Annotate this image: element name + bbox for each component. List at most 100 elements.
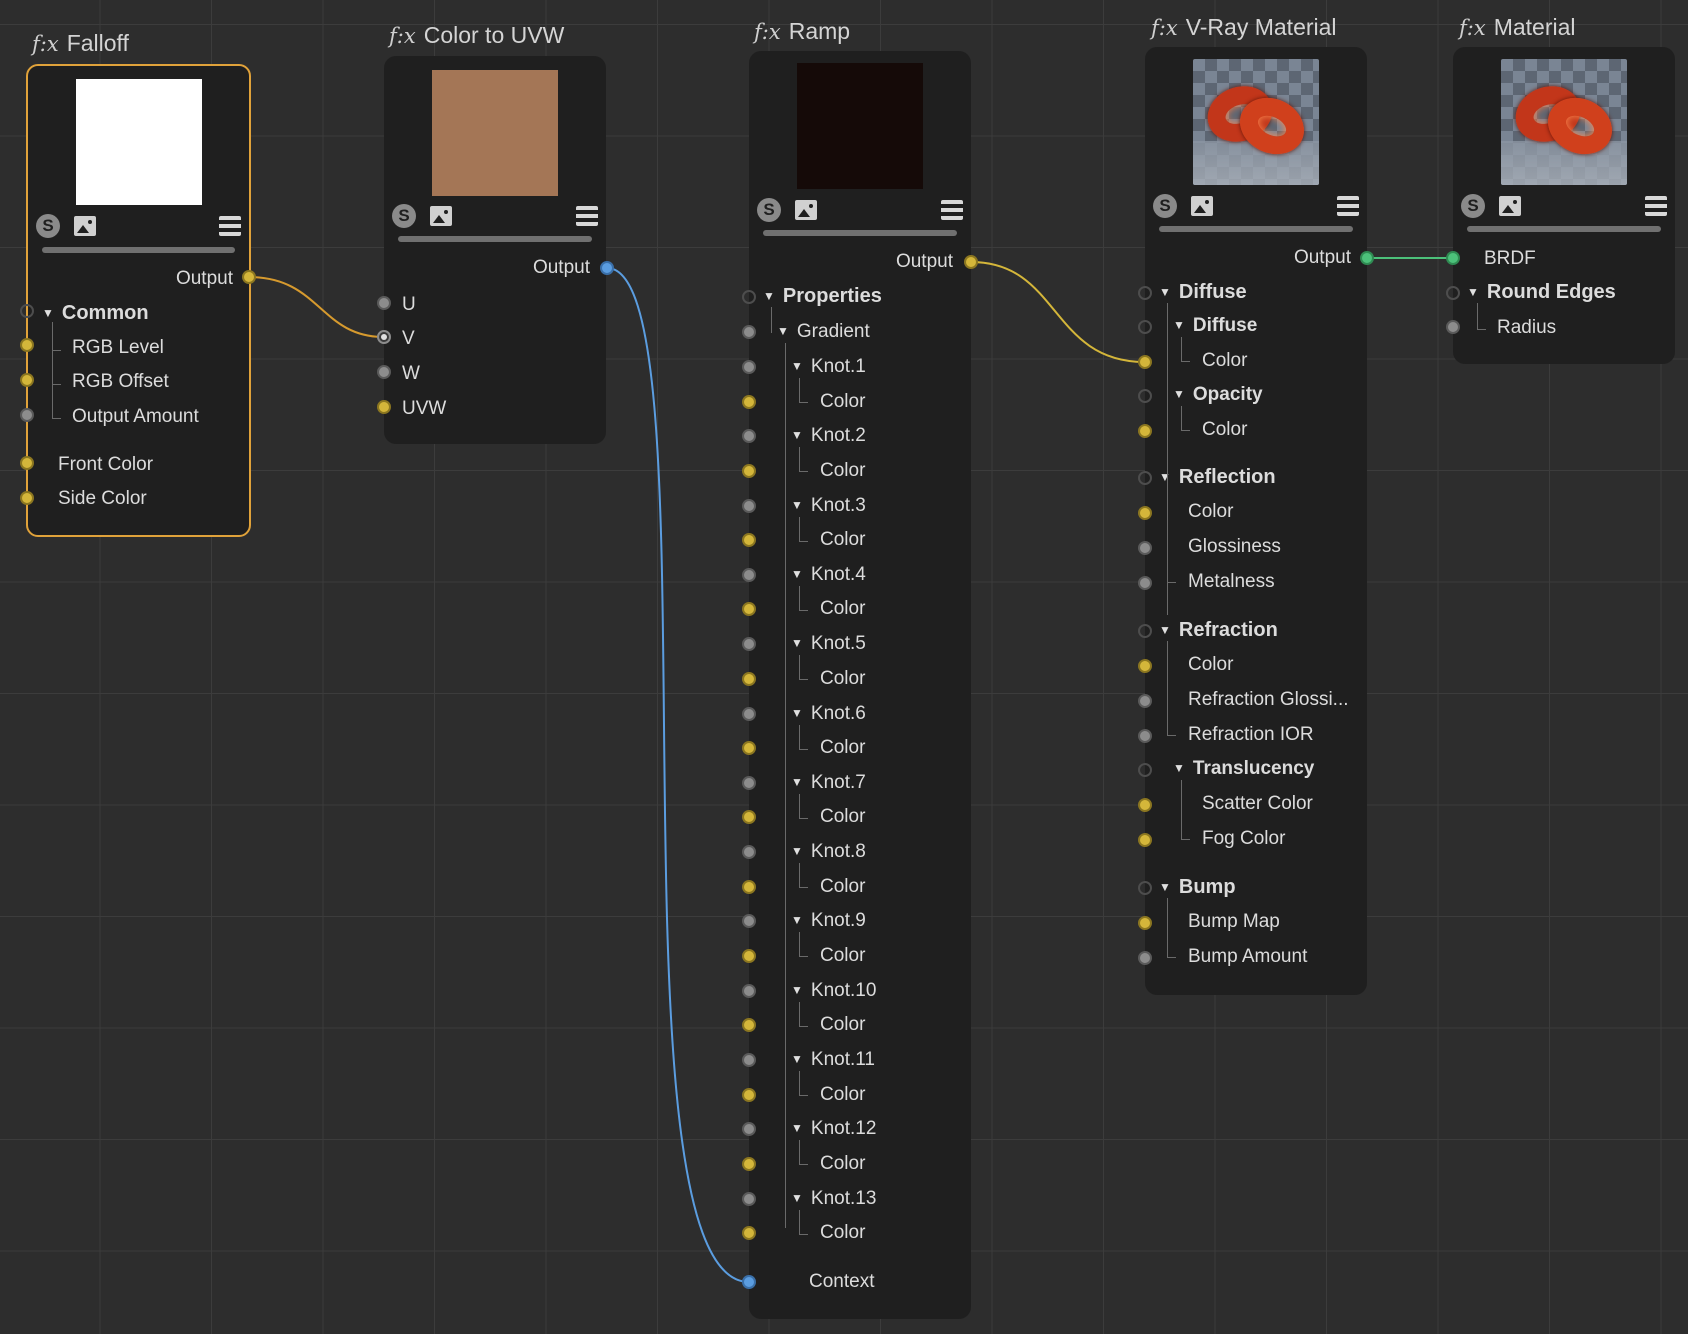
color-to-uvw-node[interactable]: S Output U V W UVW — [384, 56, 606, 444]
collapse-triangle-icon[interactable]: ▼ — [791, 844, 803, 859]
vray-translucency-group[interactable]: ▼Translucency — [1173, 758, 1314, 781]
material-brdf-port[interactable] — [1446, 251, 1460, 265]
image-icon[interactable] — [430, 206, 452, 226]
ramp-knot-color-port[interactable] — [742, 394, 756, 409]
collapse-triangle-icon[interactable]: ▼ — [791, 913, 803, 928]
ramp-knot-group[interactable]: ▼Knot.12 — [791, 1118, 876, 1141]
ramp-knot-color-port[interactable] — [742, 671, 756, 686]
collapse-triangle-icon[interactable]: ▼ — [1159, 880, 1171, 894]
collapse-triangle-icon[interactable]: ▼ — [1159, 623, 1171, 637]
menu-icon[interactable] — [1337, 196, 1359, 216]
collapse-triangle-icon[interactable]: ▼ — [791, 982, 803, 997]
falloff-common-group[interactable]: ▼Common — [42, 302, 149, 326]
collapse-triangle-icon[interactable]: ▼ — [791, 774, 803, 789]
ramp-context-port[interactable] — [742, 1275, 756, 1289]
falloff-output-amount-port[interactable] — [20, 408, 34, 422]
ramp-knot-group[interactable]: ▼Knot.2 — [791, 425, 866, 448]
collapse-triangle-icon[interactable]: ▼ — [791, 1190, 803, 1205]
vray-refraction-glossiness-port[interactable] — [1138, 694, 1152, 708]
vray-diffuse-color-port[interactable] — [1138, 355, 1152, 369]
ramp-knot-color-port[interactable] — [742, 741, 756, 755]
falloff-node[interactable]: S Output ▼Common RGB Level RGB Offset Ou… — [26, 64, 251, 537]
image-icon[interactable] — [1191, 196, 1213, 216]
material-radius-port[interactable] — [1446, 320, 1460, 334]
vray-material-node[interactable]: S Output ▼Diffuse ▼Diffuse Color ▼Opacit… — [1145, 47, 1367, 995]
ramp-knot-group[interactable]: ▼Knot.7 — [791, 772, 866, 795]
falloff-front-color-port[interactable] — [20, 456, 34, 470]
ramp-gradient-group[interactable]: ▼Gradient — [777, 321, 870, 344]
ramp-knot-color-port[interactable] — [742, 1156, 756, 1171]
ramp-knot-group[interactable]: ▼Knot.5 — [791, 633, 866, 656]
menu-icon[interactable] — [941, 200, 963, 220]
s-icon[interactable]: S — [392, 204, 416, 228]
vray-reflection-color-port[interactable] — [1138, 506, 1152, 520]
collapse-triangle-icon[interactable]: ▼ — [791, 428, 803, 443]
vray-fog-color-port[interactable] — [1138, 833, 1152, 847]
collapse-triangle-icon[interactable]: ▼ — [1173, 387, 1185, 401]
menu-icon[interactable] — [1645, 196, 1667, 216]
collapse-triangle-icon[interactable]: ▼ — [1173, 761, 1185, 775]
ramp-knot-group[interactable]: ▼Knot.13 — [791, 1188, 876, 1211]
image-icon[interactable] — [1499, 196, 1521, 216]
vray-bump-amount-port[interactable] — [1138, 951, 1152, 965]
collapse-triangle-icon[interactable]: ▼ — [1173, 318, 1185, 332]
ramp-knot-group[interactable]: ▼Knot.4 — [791, 564, 866, 587]
vray-metalness-port[interactable] — [1138, 576, 1152, 590]
menu-icon[interactable] — [219, 216, 241, 236]
uvw-w-port[interactable] — [377, 365, 391, 379]
vray-output-port[interactable] — [1360, 251, 1374, 265]
vray-glossiness-port[interactable] — [1138, 541, 1152, 555]
collapse-triangle-icon[interactable]: ▼ — [1159, 470, 1171, 484]
image-icon[interactable] — [74, 216, 96, 236]
vray-diffuse-group-port[interactable] — [1138, 286, 1152, 300]
material-node[interactable]: S BRDF ▼Round Edges Radius — [1453, 47, 1675, 364]
s-icon[interactable]: S — [1153, 194, 1177, 218]
vray-opacity-port[interactable] — [1138, 389, 1152, 403]
vray-bump-map-port[interactable] — [1138, 916, 1152, 930]
vray-translucency-port[interactable] — [1138, 763, 1152, 777]
vray-bump-group[interactable]: ▼Bump — [1159, 876, 1236, 900]
ramp-knot-port[interactable] — [742, 845, 756, 860]
vray-reflection-port[interactable] — [1138, 471, 1152, 485]
collapse-triangle-icon[interactable]: ▼ — [791, 636, 803, 651]
image-icon[interactable] — [795, 200, 817, 220]
ramp-knot-port[interactable] — [742, 360, 756, 374]
s-icon[interactable]: S — [36, 214, 60, 238]
falloff-rgb-offset-port[interactable] — [20, 373, 34, 387]
collapse-triangle-icon[interactable]: ▼ — [777, 324, 789, 338]
ramp-knot-group[interactable]: ▼Knot.3 — [791, 495, 866, 518]
s-icon[interactable]: S — [757, 198, 781, 222]
falloff-common-port[interactable] — [20, 304, 34, 318]
uvw-v-port[interactable] — [377, 330, 391, 344]
collapse-triangle-icon[interactable]: ▼ — [791, 497, 803, 512]
collapse-triangle-icon[interactable]: ▼ — [791, 705, 803, 720]
ramp-knot-group[interactable]: ▼Knot.1 — [791, 356, 866, 379]
falloff-output-port[interactable] — [242, 270, 256, 284]
ramp-knot-color-port[interactable] — [742, 810, 756, 825]
collapse-triangle-icon[interactable]: ▼ — [763, 289, 775, 303]
collapse-triangle-icon[interactable]: ▼ — [791, 1052, 803, 1066]
ramp-properties-port[interactable] — [742, 290, 756, 304]
vray-scatter-color-port[interactable] — [1138, 798, 1152, 812]
vray-refraction-ior-port[interactable] — [1138, 729, 1152, 743]
uvw-output-port[interactable] — [600, 261, 614, 275]
ramp-knot-color-port[interactable] — [742, 1018, 756, 1033]
vray-refraction-color-port[interactable] — [1138, 659, 1152, 673]
ramp-knot-port[interactable] — [742, 567, 756, 582]
ramp-knot-color-port[interactable] — [742, 463, 756, 478]
ramp-knot-color-port[interactable] — [742, 879, 756, 894]
uvw-uvw-port[interactable] — [377, 400, 391, 414]
material-round-edges-group[interactable]: ▼Round Edges — [1467, 281, 1616, 305]
ramp-knot-color-port[interactable] — [742, 1087, 756, 1102]
material-round-edges-port[interactable] — [1446, 286, 1460, 300]
ramp-knot-port[interactable] — [742, 1122, 756, 1137]
collapse-triangle-icon[interactable]: ▼ — [791, 1121, 803, 1136]
ramp-knot-group[interactable]: ▼Knot.9 — [791, 910, 866, 933]
ramp-knot-port[interactable] — [742, 914, 756, 929]
ramp-knot-color-port[interactable] — [742, 533, 756, 548]
